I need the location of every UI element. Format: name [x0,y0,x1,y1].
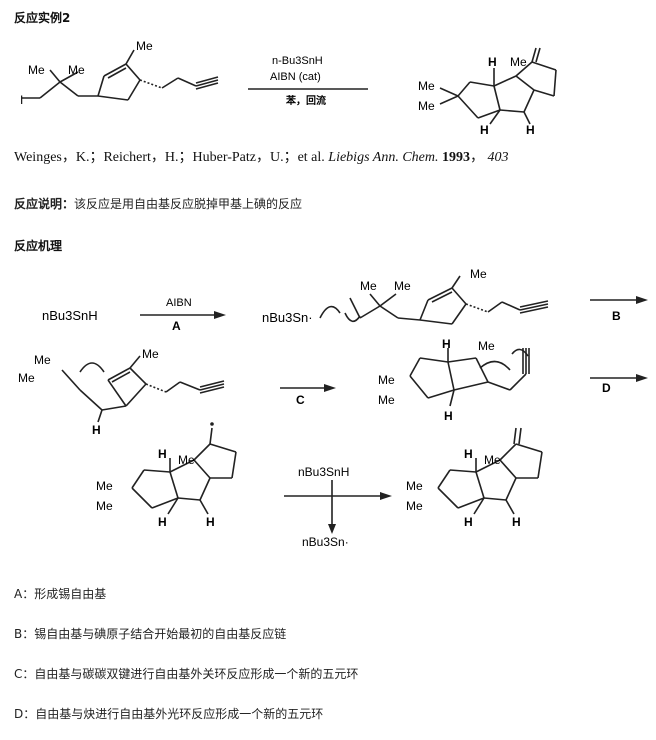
h-label: H [488,55,497,69]
explanation-text: 该反应是用自由基反应脱掉甲基上碘的反应 [74,197,303,211]
reagent-line-1: n-Bu3SnH [272,55,323,67]
step-label: D： [14,707,36,721]
me-label: Me [418,79,435,93]
me-label: Me [406,499,423,513]
step-b-note: B：锡自由基与碘原子结合开始最初的自由基反应链 [14,625,286,642]
explanation-label: 反应说明： [14,197,75,211]
me-label: Me [378,393,395,407]
step-label: A： [14,587,35,601]
h-label: H [480,123,489,137]
bu3snh-label: nBu3SnH [298,465,349,479]
reaction-scheme: I Me Me Me n-Bu3SnH AIBN (cat) 苯，回流 Me M… [20,39,557,137]
citation-journal: Liebigs Ann. Chem. [328,150,439,165]
me-label: Me [18,371,35,385]
me-label: Me [478,339,495,353]
me-label: Me [378,373,395,387]
bu3sn-radical-label: nBu3Sn· [302,535,349,549]
me-label: Me [136,39,153,53]
h-label: H [464,447,473,461]
h-label: H [442,337,451,351]
explanation: 反应说明：该反应是用自由基反应脱掉甲基上碘的反应 [14,195,302,212]
h-label: H [92,423,101,437]
example-heading: 反应实例2 [14,11,71,25]
reagent-line-2: AIBN (cat) [270,71,321,83]
me-label: Me [360,279,377,293]
h-label: H [512,515,521,529]
step-c-note: C：自由基与碳碳双键进行自由基外关环反应形成一个新的五元环 [14,665,358,682]
citation: Weinges，K.；Reichert，H.；Huber-Patz，U.；et … [14,146,509,166]
step-text: 锡自由基与碘原子结合开始最初的自由基反应链 [34,627,287,641]
step-a-label: A [172,319,181,333]
step-text: 自由基与碳碳双键进行自由基外关环反应形成一个新的五元环 [34,667,359,681]
me-label: Me [418,99,435,113]
me-label: Me [470,267,487,281]
step-d-label: D [602,381,611,395]
step-text: 自由基与炔进行自由基外光环反应形成一个新的五元环 [35,707,324,721]
me-label: Me [178,453,195,467]
citation-page: 403 [487,150,509,165]
me-label: Me [28,63,45,77]
me-label: Me [142,347,159,361]
step-d-note: D：自由基与炔进行自由基外光环反应形成一个新的五元环 [14,705,323,722]
aibn-label: AIBN [166,297,192,309]
step-a-note: A：形成锡自由基 [14,585,106,602]
citation-authors: Weinges，K.；Reichert，H.；Huber-Patz，U.；et … [14,150,325,165]
me-label: Me [96,499,113,513]
h-label: H [158,515,167,529]
me-label: Me [68,63,85,77]
me-label: Me [96,479,113,493]
me-label: Me [394,279,411,293]
reagent-line-3: 苯，回流 [285,94,326,107]
h-label: H [158,447,167,461]
step-label: C： [14,667,35,681]
bu3sn-radical-label: nBu3Sn· [262,310,313,325]
me-label: Me [34,353,51,367]
bu3snh-label: nBu3SnH [42,308,98,323]
h-label: H [464,515,473,529]
mechanism-heading: 反应机理 [14,239,63,253]
me-label: Me [484,453,501,467]
me-label: Me [510,55,527,69]
me-label: Me [406,479,423,493]
iodine-label: I [20,93,23,107]
h-label: H [444,409,453,423]
citation-year: 1993 [442,150,470,165]
step-text: 形成锡自由基 [34,587,107,601]
h-label: H [206,515,215,529]
citation-separator: ， [470,150,484,165]
step-c-label: C [296,393,305,407]
mechanism-scheme: nBu3SnH AIBN A nBu3Sn· Me Me Me B Me Me … [18,267,648,549]
step-label: B： [14,627,35,641]
step-b-label: B [612,309,621,323]
h-label: H [526,123,535,137]
